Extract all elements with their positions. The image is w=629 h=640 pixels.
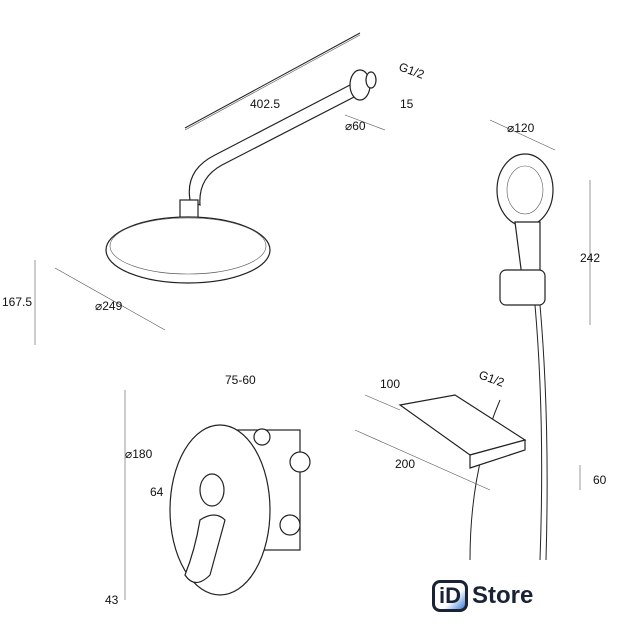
- flange-depth-label: 15: [400, 97, 414, 111]
- flange-diameter-label: ⌀60: [345, 119, 366, 133]
- shelf-height-label: 60: [593, 473, 607, 487]
- knob-offset-label: 64: [150, 485, 164, 499]
- hand-shower-drawing: ⌀120 242: [469, 119, 600, 561]
- head-diameter-label: ⌀249: [95, 299, 123, 313]
- logo-mark: iD: [432, 580, 468, 612]
- shelf-width-label: 200: [395, 457, 415, 471]
- overhead-height-label: 167.5: [2, 295, 32, 309]
- logo-name: Store: [472, 582, 534, 609]
- idstore-logo: iD Store: [432, 580, 533, 612]
- arm-thread-label: G1/2: [397, 60, 427, 82]
- shelf-depth-label: 100: [380, 377, 400, 391]
- mixer-drawing: 75-60 ⌀180 64 43: [105, 373, 311, 607]
- overhead-shower-drawing: 402.5 G1/2 15 ⌀60 167.5 ⌀249: [2, 32, 427, 345]
- plate-diameter-label: ⌀180: [125, 447, 153, 461]
- shelf-thread-label: G1/2: [477, 368, 507, 390]
- hand-shower-length-label: 242: [580, 251, 600, 265]
- arm-length-label: 402.5: [250, 97, 280, 111]
- mixer-depth-label: 75-60: [225, 373, 256, 387]
- shelf-drawing: 100 G1/2 200 60: [354, 368, 607, 491]
- lever-projection-label: 43: [105, 593, 119, 607]
- hand-head-diameter-label: ⌀120: [507, 121, 535, 135]
